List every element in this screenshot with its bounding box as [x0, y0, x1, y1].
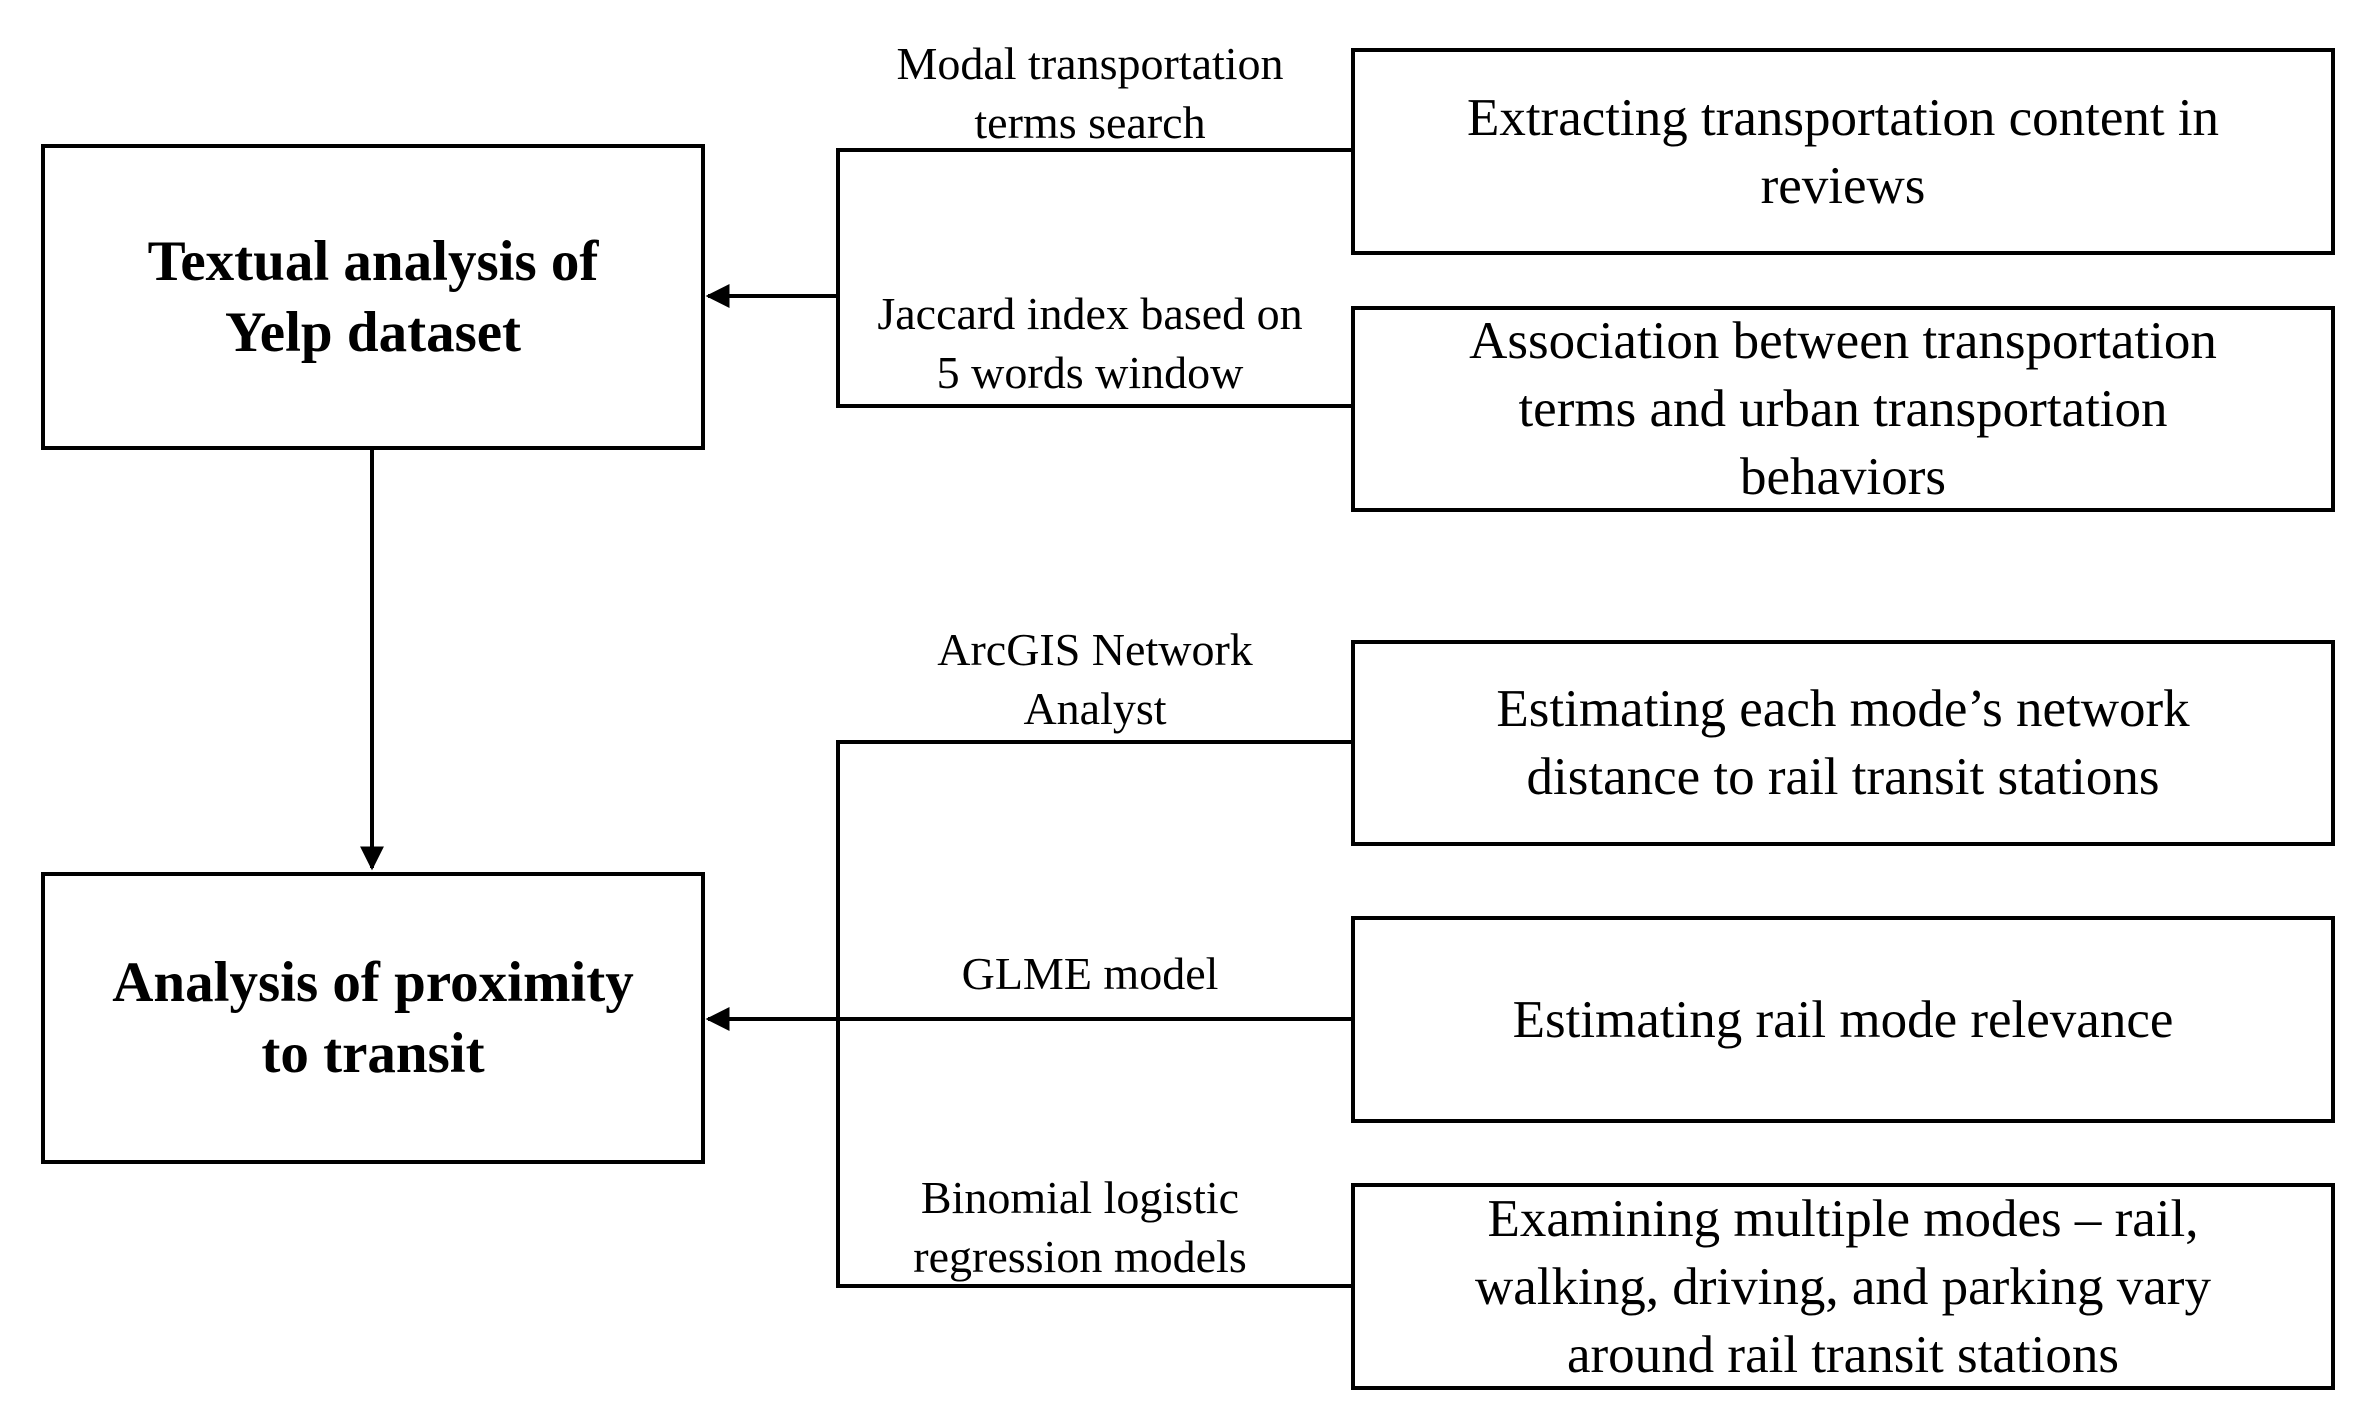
proximity-analysis-title: Analysis of proximity to transit: [112, 951, 634, 1085]
bottom-bracket-line: [836, 740, 1351, 1288]
association-box: Association between transportation terms…: [1351, 306, 2335, 512]
network-distance-text: Estimating each mode’s network distance …: [1496, 680, 2190, 806]
extracting-content-text: Extracting transportation content in rev…: [1466, 88, 2220, 215]
modal-terms-search-label: Modal transportation terms search: [896, 38, 1284, 148]
multiple-modes-text: Examining multiple modes – rail, walking…: [1475, 1189, 2211, 1384]
textual-analysis-box: Textual analysis of Yelp dataset: [41, 144, 705, 450]
network-distance-box: Estimating each mode’s network distance …: [1351, 640, 2335, 846]
extracting-content-box: Extracting transportation content in rev…: [1351, 48, 2335, 255]
association-text: Association between transportation terms…: [1469, 312, 2217, 506]
rail-relevance-box: Estimating rail mode relevance: [1351, 916, 2335, 1123]
arcgis-network-label: ArcGIS Network Analyst: [937, 624, 1253, 734]
textual-analysis-title: Textual analysis of Yelp dataset: [147, 230, 599, 364]
binomial-regression-label: Binomial logistic regression models: [913, 1172, 1247, 1282]
rail-relevance-text: Estimating rail mode relevance: [1512, 990, 2174, 1049]
jaccard-index-label: Jaccard index based on 5 words window: [877, 288, 1303, 398]
multiple-modes-box: Examining multiple modes – rail, walking…: [1351, 1183, 2335, 1390]
proximity-analysis-box: Analysis of proximity to transit: [41, 872, 705, 1164]
glme-model-label: GLME model: [961, 948, 1219, 999]
top-bracket-line: [836, 148, 1351, 408]
